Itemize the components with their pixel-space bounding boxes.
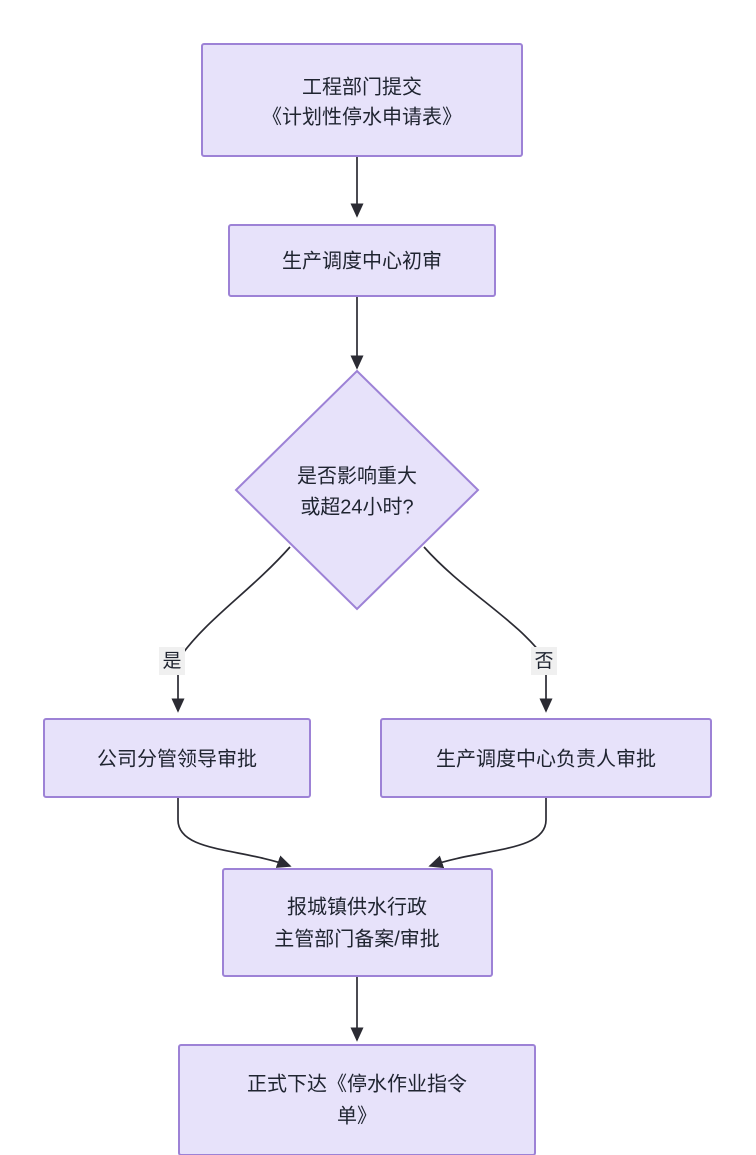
node-impact-decision-line-1: 是否影响重大: [297, 464, 417, 487]
node-executive-approval-line-1: 公司分管领导审批: [97, 747, 257, 770]
node-dispatch-center-review-shape[interactable]: [228, 224, 496, 297]
node-government-filing-line-2: 主管部门备案/审批: [274, 927, 440, 950]
node-dispatch-head-approval[interactable]: 生产调度中心负责人审批: [380, 718, 712, 798]
node-government-filing[interactable]: 报城镇供水行政 主管部门备案/审批: [222, 868, 493, 977]
node-issue-work-order-shape[interactable]: [178, 1044, 536, 1155]
node-dispatch-center-review-line-1: 生产调度中心初审: [282, 249, 442, 272]
edge-n3-n5: [423, 546, 553, 713]
edge-label-yes-text: 是: [162, 651, 181, 672]
node-issue-work-order-line-2: 单》: [337, 1104, 377, 1127]
node-impact-decision-line-2: 或超24小时?: [300, 495, 413, 518]
node-dispatch-center-review[interactable]: 生产调度中心初审: [228, 224, 496, 297]
node-submit-application-shape[interactable]: [201, 43, 523, 157]
edge-n3-n4: [171, 546, 291, 713]
node-issue-work-order-line-1: 正式下达《停水作业指令: [247, 1072, 467, 1095]
node-impact-decision[interactable]: 是否影响重大 或超24小时?: [234, 369, 480, 611]
node-impact-decision-shape[interactable]: [234, 369, 480, 611]
edge-n5-n6: [428, 797, 547, 869]
node-executive-approval-shape[interactable]: [43, 718, 311, 798]
node-dispatch-head-approval-line-1: 生产调度中心负责人审批: [436, 747, 656, 770]
node-government-filing-shape[interactable]: [222, 868, 493, 977]
node-issue-work-order[interactable]: 正式下达《停水作业指令 单》: [178, 1044, 536, 1155]
node-submit-application[interactable]: 工程部门提交 《计划性停水申请表》: [201, 43, 523, 157]
node-dispatch-head-approval-shape[interactable]: [380, 718, 712, 798]
edge-label-yes: 是: [159, 647, 185, 675]
node-submit-application-line-2: 《计划性停水申请表》: [262, 105, 462, 128]
node-submit-application-line-1: 工程部门提交: [302, 75, 422, 98]
edge-n4-n6: [177, 797, 292, 868]
edge-label-no-text: 否: [534, 651, 553, 672]
node-executive-approval[interactable]: 公司分管领导审批: [43, 718, 311, 798]
edge-label-no: 否: [531, 647, 557, 675]
node-government-filing-line-1: 报城镇供水行政: [287, 895, 427, 918]
